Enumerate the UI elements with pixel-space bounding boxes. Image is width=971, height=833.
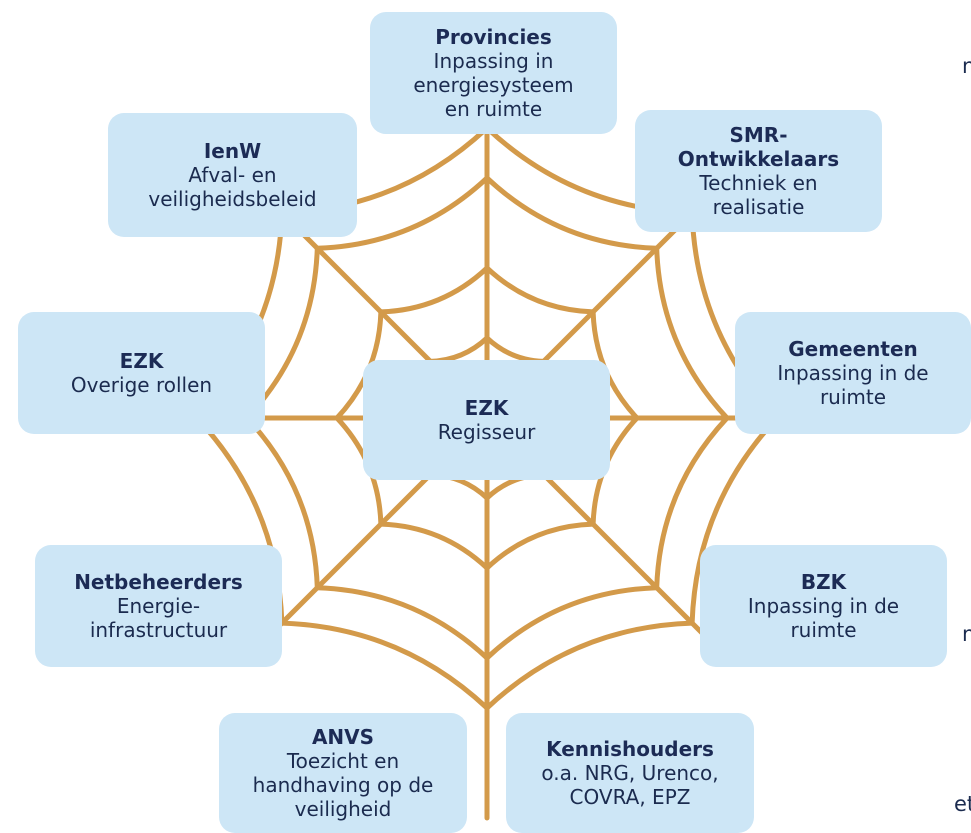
node-smr-desc: Techniek en realisatie bbox=[699, 171, 818, 219]
web-ring-segment bbox=[484, 620, 695, 711]
web-ring-segment bbox=[279, 620, 490, 711]
node-ezk-regisseur-title: EZK bbox=[464, 396, 509, 420]
node-ezk-regisseur: EZK Regisseur bbox=[363, 360, 610, 480]
edge-text-top: n bbox=[962, 54, 971, 78]
node-smr-title: SMR- Ontwikkelaars bbox=[677, 123, 840, 171]
node-netbeheerders-title: Netbeheerders bbox=[74, 570, 243, 594]
node-provincies-title: Provincies bbox=[435, 25, 552, 49]
web-ring-segment bbox=[689, 415, 780, 626]
web-ring-segment bbox=[484, 265, 596, 315]
node-gemeenten-desc: Inpassing in de ruimte bbox=[777, 361, 929, 409]
node-anvs: ANVS Toezicht en handhaving op de veilig… bbox=[219, 713, 467, 833]
node-ezk-overige-title: EZK bbox=[119, 349, 164, 373]
node-ienw-desc: Afval- en veiligheidsbeleid bbox=[148, 163, 317, 211]
node-ezk-overige: EZK Overige rollen bbox=[18, 312, 265, 434]
web-ring-segment bbox=[427, 335, 490, 364]
web-ring-segment bbox=[484, 335, 547, 364]
node-provincies-desc: Inpassing in energiesysteem en ruimte bbox=[413, 49, 574, 121]
node-ezk-regisseur-desc: Regisseur bbox=[437, 420, 536, 444]
web-ring-segment bbox=[484, 585, 660, 661]
node-kennishouders-title: Kennishouders bbox=[546, 737, 714, 761]
node-bzk: BZK Inpassing in de ruimte bbox=[700, 545, 947, 667]
web-ring-segment bbox=[244, 415, 320, 591]
web-ring-segment bbox=[654, 415, 730, 591]
web-ring-segment bbox=[314, 175, 490, 251]
node-provincies: Provincies Inpassing in energiesysteem e… bbox=[370, 12, 617, 134]
node-gemeenten-title: Gemeenten bbox=[788, 337, 918, 361]
node-netbeheerders-desc: Energie- infrastructuur bbox=[89, 594, 228, 642]
edge-text-bottom2: et bbox=[954, 792, 971, 816]
node-ienw: IenW Afval- en veiligheidsbeleid bbox=[108, 113, 357, 237]
node-ienw-title: IenW bbox=[203, 139, 262, 163]
node-bzk-title: BZK bbox=[800, 570, 847, 594]
web-ring-segment bbox=[484, 175, 660, 251]
web-ring-segment bbox=[654, 245, 730, 421]
node-netbeheerders: Netbeheerders Energie- infrastructuur bbox=[35, 545, 282, 667]
node-ezk-overige-desc: Overige rollen bbox=[70, 373, 213, 397]
web-ring-segment bbox=[314, 585, 490, 661]
node-anvs-title: ANVS bbox=[311, 725, 375, 749]
node-gemeenten: Gemeenten Inpassing in de ruimte bbox=[735, 312, 971, 434]
node-kennishouders: Kennishouders o.a. NRG, Urenco, COVRA, E… bbox=[506, 713, 754, 833]
web-ring-segment bbox=[378, 521, 490, 571]
web-ring-segment bbox=[484, 521, 596, 571]
node-bzk-desc: Inpassing in de ruimte bbox=[747, 594, 900, 642]
edge-text-bottom1: n bbox=[962, 622, 971, 646]
node-kennishouders-desc: o.a. NRG, Urenco, COVRA, EPZ bbox=[541, 761, 719, 809]
web-ring-segment bbox=[378, 265, 490, 315]
node-smr: SMR- Ontwikkelaars Techniek en realisati… bbox=[635, 110, 882, 232]
node-anvs-desc: Toezicht en handhaving op de veiligheid bbox=[252, 749, 434, 821]
